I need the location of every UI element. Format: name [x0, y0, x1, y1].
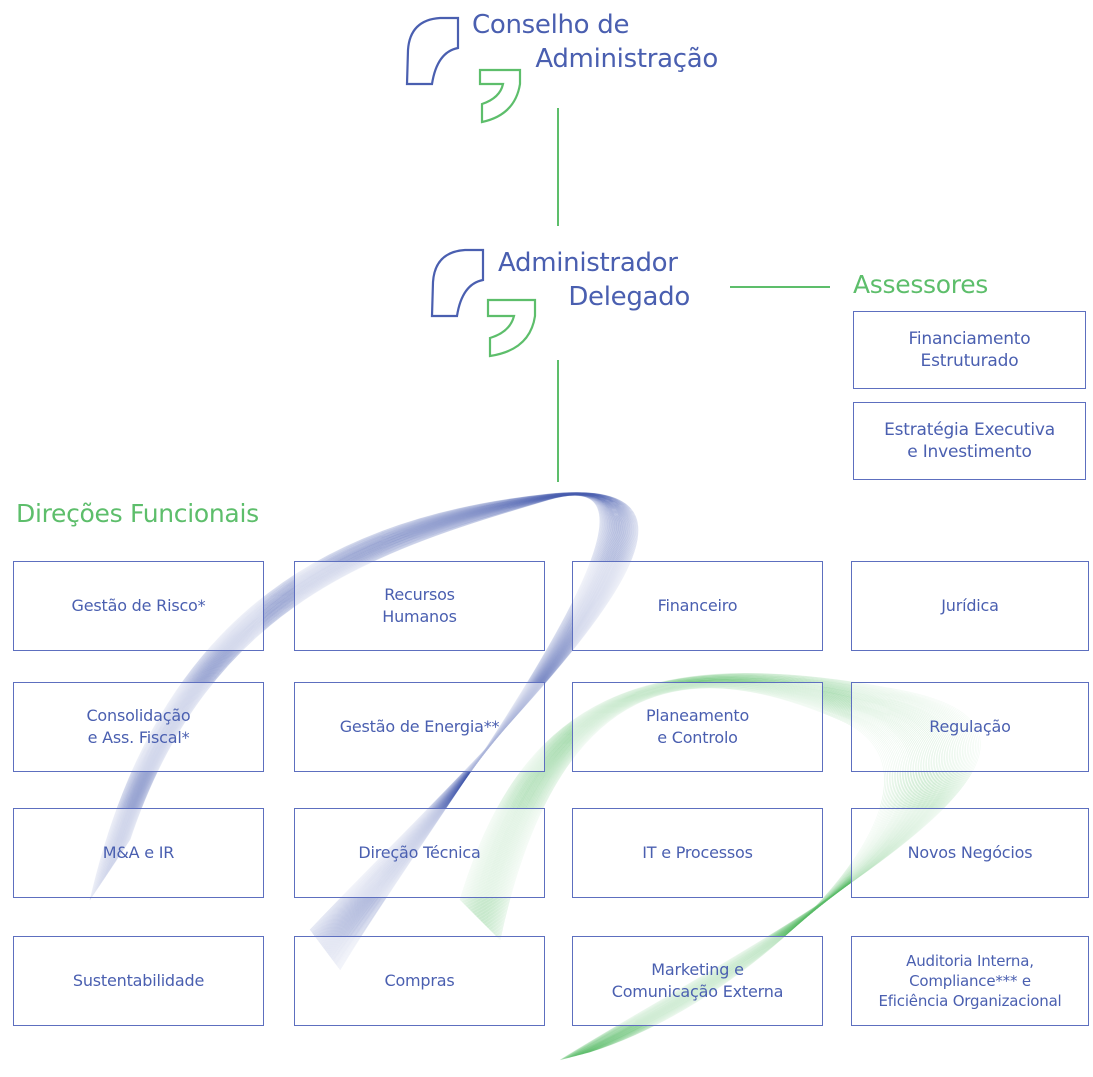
functional-box: Jurídica	[851, 561, 1089, 651]
assessores-title: Assessores	[853, 270, 989, 299]
functional-box: Gestão de Energia**	[294, 682, 545, 772]
functional-title: Direções Funcionais	[16, 499, 259, 528]
functional-box: Recursos Humanos	[294, 561, 545, 651]
assessor-box: Financiamento Estruturado	[853, 311, 1086, 389]
quote-mark-mid-right-icon	[486, 298, 537, 358]
assessor-box: Estratégia Executiva e Investimento	[853, 402, 1086, 480]
functional-box: M&A e IR	[13, 808, 264, 898]
connector-ceo-functional	[557, 360, 559, 482]
functional-box: Consolidação e Ass. Fiscal*	[13, 682, 264, 772]
functional-box: IT e Processos	[572, 808, 823, 898]
quote-mark-mid-left-icon	[430, 248, 485, 318]
board-title-line1: Conselho de	[472, 10, 630, 40]
functional-box: Sustentabilidade	[13, 936, 264, 1026]
functional-box: Marketing e Comunicação Externa	[572, 936, 823, 1026]
functional-box: Financeiro	[572, 561, 823, 651]
ceo-title-line2: Delegado	[568, 282, 690, 312]
functional-box: Compras	[294, 936, 545, 1026]
functional-box: Regulação	[851, 682, 1089, 772]
functional-box: Gestão de Risco*	[13, 561, 264, 651]
functional-box: Direção Técnica	[294, 808, 545, 898]
board-title: Conselho de Administração	[430, 8, 718, 76]
quote-mark-top-right-icon	[478, 68, 522, 124]
connector-ceo-assessores	[730, 286, 830, 288]
quote-mark-top-left-icon	[405, 16, 460, 86]
ceo-title-line1: Administrador	[498, 248, 678, 278]
functional-box: Auditoria Interna, Compliance*** e Efici…	[851, 936, 1089, 1026]
functional-box: Planeamento e Controlo	[572, 682, 823, 772]
functional-box: Novos Negócios	[851, 808, 1089, 898]
ceo-title: Administrador Delegado	[470, 246, 690, 314]
board-title-line2: Administração	[535, 44, 718, 74]
connector-board-ceo	[557, 108, 559, 226]
